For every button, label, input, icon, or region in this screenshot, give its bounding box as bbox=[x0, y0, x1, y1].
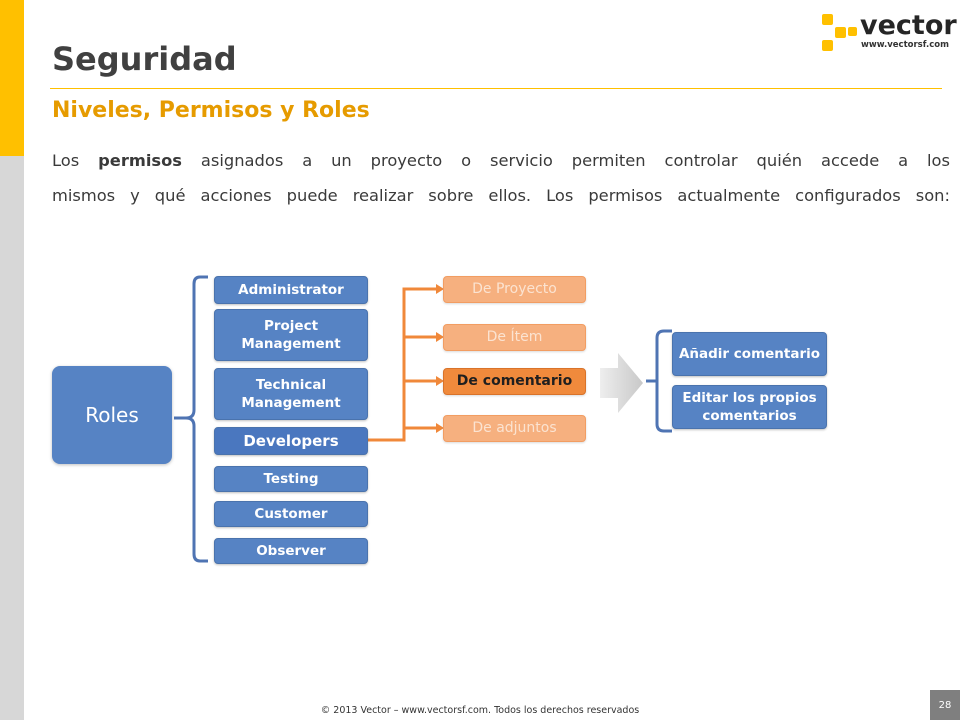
intro-line-1: Los permisos asignados a un proyecto o s… bbox=[52, 151, 950, 170]
role-developers: Developers bbox=[214, 427, 368, 455]
developers-connector bbox=[368, 287, 436, 442]
action-anadir-comentario: Añadir comentario bbox=[672, 332, 827, 376]
page-title: Seguridad bbox=[52, 40, 237, 78]
vector-logo: vector www.vectorsf.com bbox=[820, 10, 957, 56]
left-accent-bar bbox=[0, 0, 24, 156]
arrowhead-comentario bbox=[436, 376, 444, 386]
logo-url: www.vectorsf.com bbox=[861, 40, 949, 50]
intro-paragraph: Los permisos asignados a un proyecto o s… bbox=[52, 143, 950, 213]
role-administrator: Administrator bbox=[214, 276, 368, 304]
role-testing: Testing bbox=[214, 466, 368, 492]
page-number: 28 bbox=[930, 690, 960, 720]
arrowhead-adjuntos bbox=[436, 423, 444, 433]
roles-node: Roles bbox=[52, 366, 172, 464]
title-divider bbox=[50, 88, 942, 89]
intro-bold-word: permisos bbox=[98, 151, 182, 170]
intro-line-2: mismos y qué acciones puede realizar sob… bbox=[52, 186, 950, 205]
arrowhead-item bbox=[436, 332, 444, 342]
roles-brace bbox=[174, 275, 208, 563]
logo-name: vector bbox=[860, 10, 957, 41]
footer-copyright: © 2013 Vector – www.vectorsf.com. Todos … bbox=[320, 705, 640, 716]
role-customer: Customer bbox=[214, 501, 368, 527]
role-observer: Observer bbox=[214, 538, 368, 564]
permission-de-comentario: De comentario bbox=[443, 368, 586, 395]
transition-arrow bbox=[600, 353, 643, 413]
left-gray-bar bbox=[0, 156, 24, 720]
actions-bracket bbox=[646, 329, 672, 433]
arrowhead-proyecto bbox=[436, 284, 444, 294]
permission-de-adjuntos: De adjuntos bbox=[443, 415, 586, 442]
page-subtitle: Niveles, Permisos y Roles bbox=[52, 98, 370, 123]
action-editar-comentarios: Editar los propios comentarios bbox=[672, 385, 827, 429]
logo-mark-icon bbox=[822, 14, 857, 51]
role-project-management: Project Management bbox=[214, 309, 368, 361]
permission-de-proyecto: De Proyecto bbox=[443, 276, 586, 303]
permission-de-item: De Ítem bbox=[443, 324, 586, 351]
role-technical-management: Technical Management bbox=[214, 368, 368, 420]
